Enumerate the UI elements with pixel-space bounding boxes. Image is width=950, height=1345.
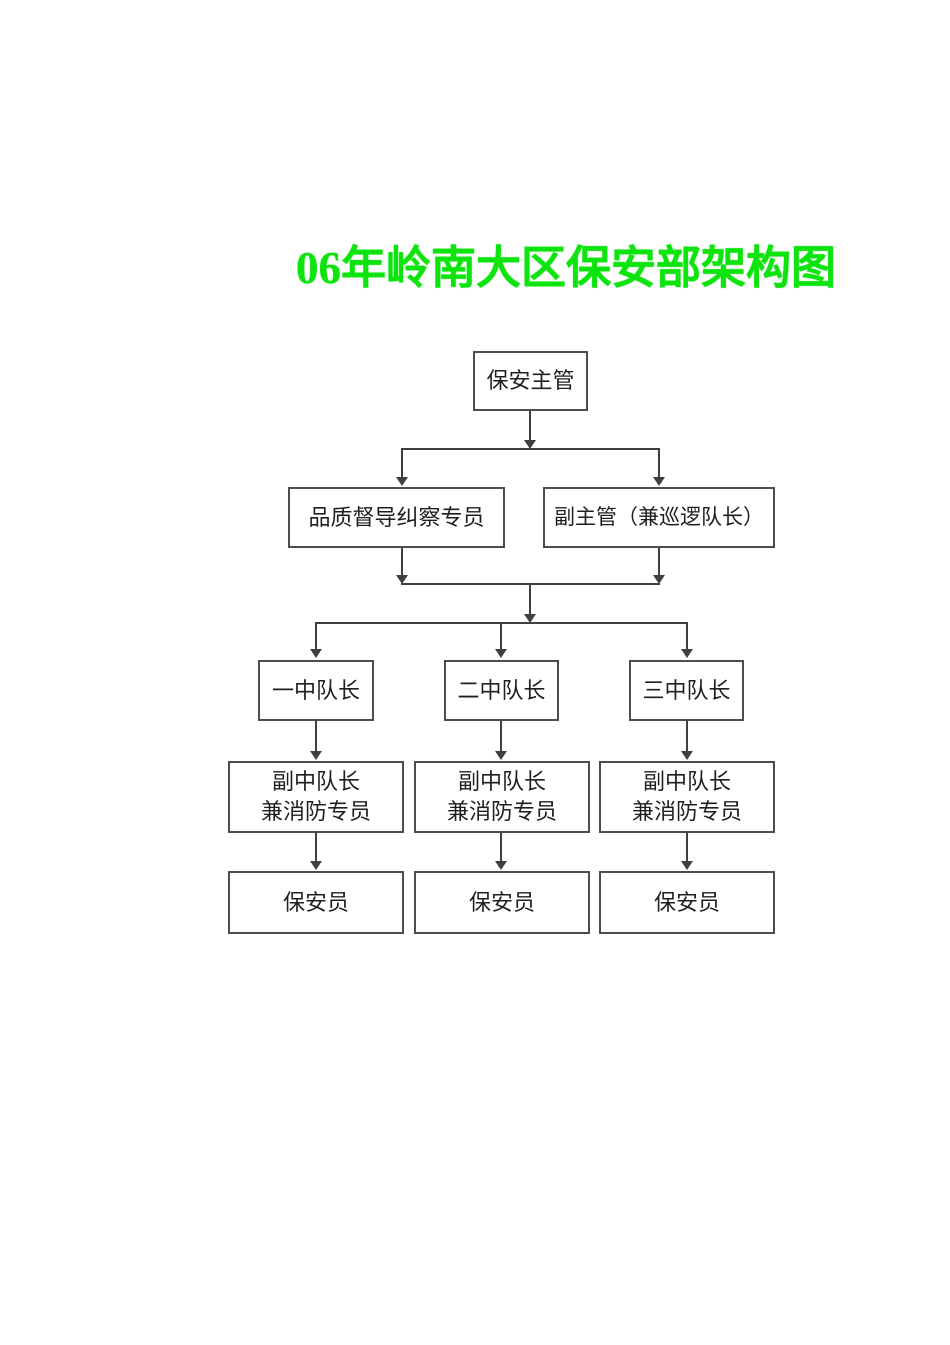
connector-vline — [315, 721, 317, 752]
org-node-deputy-squad-leader-3: 副中队长 兼消防专员 — [599, 761, 775, 833]
arrow-down-icon — [524, 440, 536, 449]
arrow-down-icon — [681, 649, 693, 658]
arrow-down-icon — [310, 649, 322, 658]
org-node-label: 保安员 — [282, 889, 349, 915]
org-node-label-line1: 副中队长 — [457, 769, 546, 795]
connector-vline — [658, 548, 660, 576]
org-node-label-line2: 兼消防专员 — [631, 799, 742, 824]
arrow-down-icon — [681, 861, 693, 870]
org-node-label-line1: 副中队长 — [642, 769, 731, 795]
org-node-label: 保安员 — [653, 889, 720, 915]
org-node-label: 二中队长 — [457, 677, 546, 703]
org-node-label: 保安主管 — [486, 368, 575, 394]
org-node-label: 品质督导纠察专员 — [308, 504, 485, 530]
org-node-quality-inspector: 品质督导纠察专员 — [288, 487, 505, 548]
connector-vline — [529, 411, 531, 441]
org-node-label-line1: 副中队长 — [271, 769, 360, 795]
arrow-down-icon — [310, 861, 322, 870]
connector-vline — [500, 721, 502, 752]
connector-vline — [686, 833, 688, 862]
arrow-down-icon — [495, 861, 507, 870]
org-node-label: 副主管（兼巡逻队长） — [554, 505, 764, 530]
connector-vline — [315, 622, 317, 650]
org-node-security-supervisor: 保安主管 — [473, 351, 588, 411]
org-node-label: 保安员 — [468, 889, 535, 915]
org-node-label: 一中队长 — [271, 677, 360, 703]
arrow-down-icon — [653, 477, 665, 486]
connector-hline — [401, 448, 660, 450]
org-node-squad-leader-3: 三中队长 — [629, 660, 744, 721]
connector-vline — [658, 448, 660, 477]
org-node-deputy-supervisor: 副主管（兼巡逻队长） — [543, 487, 775, 548]
arrow-down-icon — [681, 751, 693, 760]
connector-vline — [529, 583, 531, 615]
org-node-security-guard-3: 保安员 — [599, 871, 775, 934]
connector-vline — [401, 548, 403, 576]
arrow-down-icon — [495, 751, 507, 760]
org-node-label: 三中队长 — [642, 677, 731, 703]
connector-vline — [500, 833, 502, 862]
connector-vline — [315, 833, 317, 862]
arrow-down-icon — [524, 614, 536, 623]
org-node-deputy-squad-leader-2: 副中队长 兼消防专员 — [414, 761, 590, 833]
arrow-down-icon — [495, 649, 507, 658]
arrow-down-icon — [396, 575, 408, 584]
org-node-security-guard-2: 保安员 — [414, 871, 590, 934]
org-node-squad-leader-2: 二中队长 — [444, 660, 559, 721]
connector-vline — [401, 448, 403, 477]
org-node-deputy-squad-leader-1: 副中队长 兼消防专员 — [228, 761, 404, 833]
org-node-label-line2: 兼消防专员 — [260, 799, 371, 824]
page-title: 06年岭南大区保安部架构图 — [296, 243, 837, 293]
arrow-down-icon — [310, 751, 322, 760]
arrow-down-icon — [653, 575, 665, 584]
connector-vline — [500, 622, 502, 650]
org-node-label-line2: 兼消防专员 — [446, 799, 557, 824]
org-node-squad-leader-1: 一中队长 — [258, 660, 374, 721]
arrow-down-icon — [396, 477, 408, 486]
connector-vline — [686, 721, 688, 752]
connector-vline — [686, 622, 688, 650]
org-node-security-guard-1: 保安员 — [228, 871, 404, 934]
